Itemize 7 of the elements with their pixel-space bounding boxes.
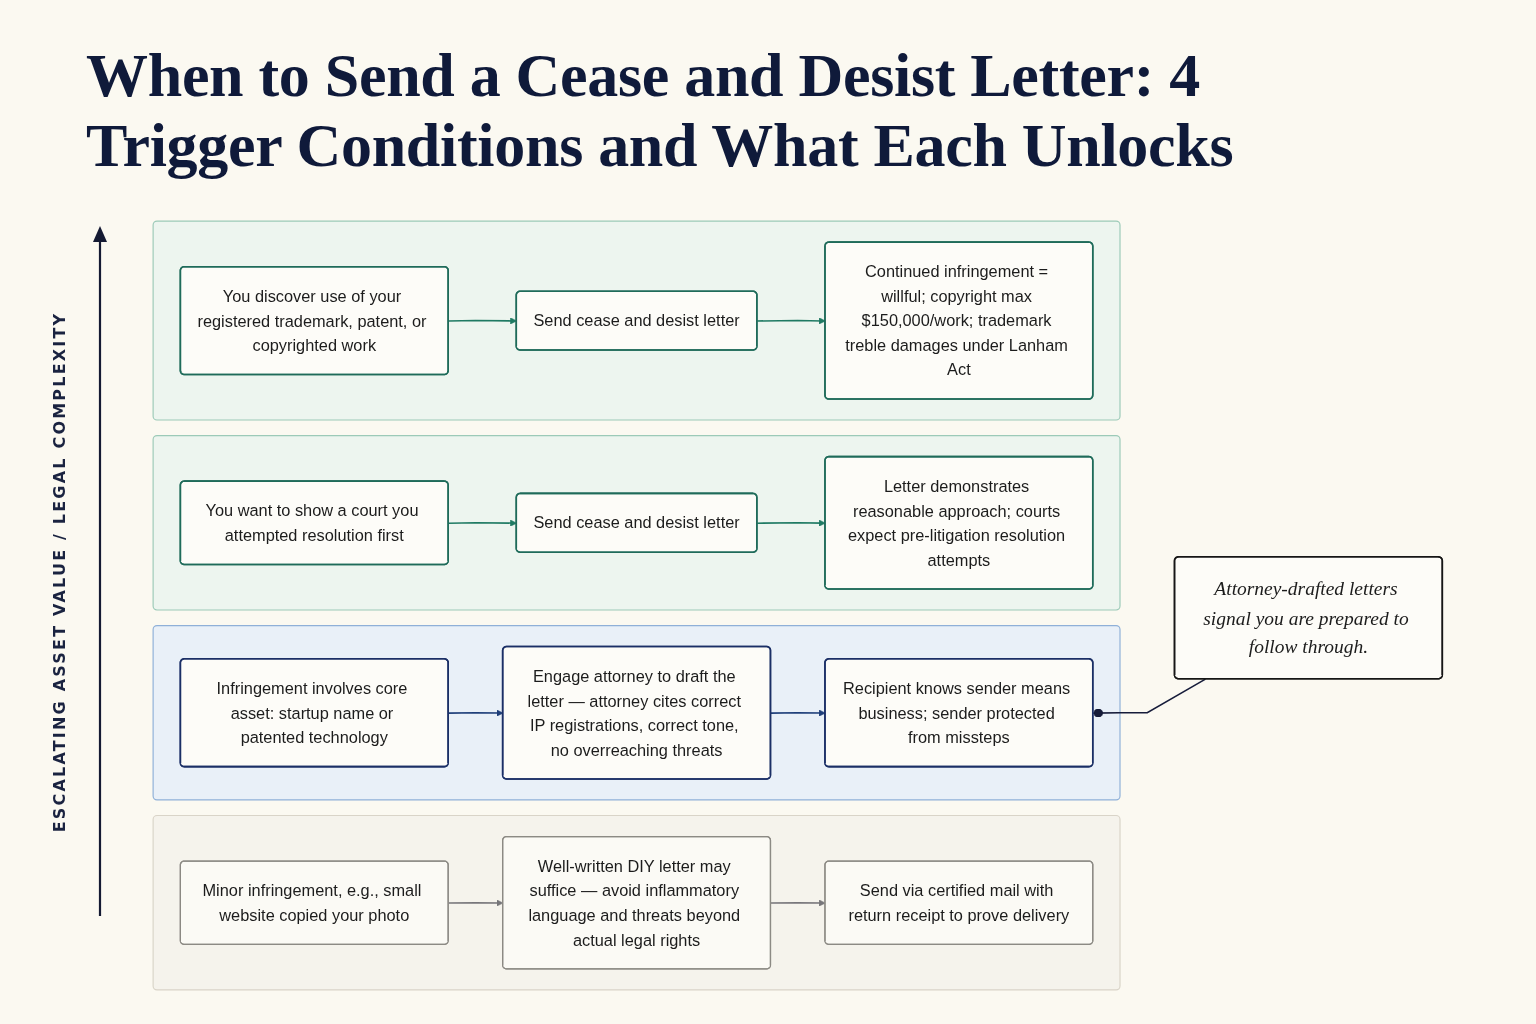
- cluster: [152, 435, 1121, 611]
- axis-label: ESCALATING ASSET VALUE / LEGAL COMPLEXITY: [50, 311, 69, 833]
- connector: [1092, 678, 1207, 718]
- diagram-title: When to Send a Cease and Desist Letter: 4 Trigger Conditions and What Each Unlocks: [86, 40, 1235, 181]
- cluster: [152, 624, 1121, 801]
- cluster: [152, 814, 1121, 991]
- cluster: [152, 220, 1121, 421]
